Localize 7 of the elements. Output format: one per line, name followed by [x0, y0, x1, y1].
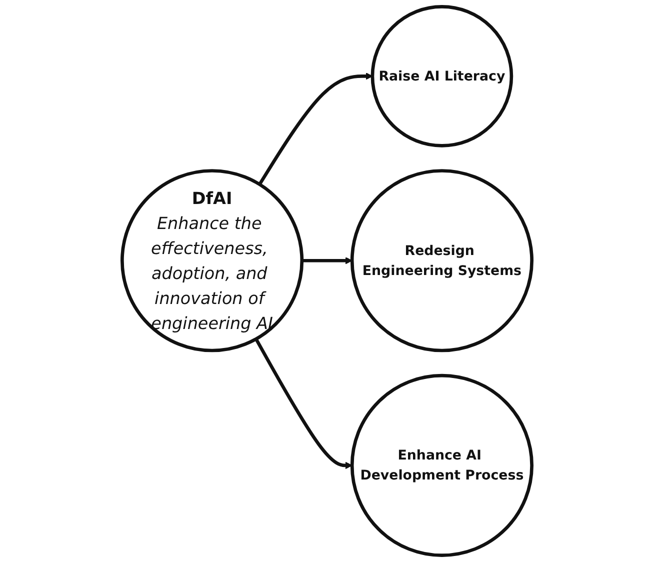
node-circle [350, 169, 534, 352]
node-circle [350, 374, 534, 557]
arrow [302, 256, 352, 264]
node-circle [370, 5, 514, 148]
arrow [258, 72, 373, 186]
arrow [254, 338, 352, 470]
node-circle [120, 169, 304, 352]
